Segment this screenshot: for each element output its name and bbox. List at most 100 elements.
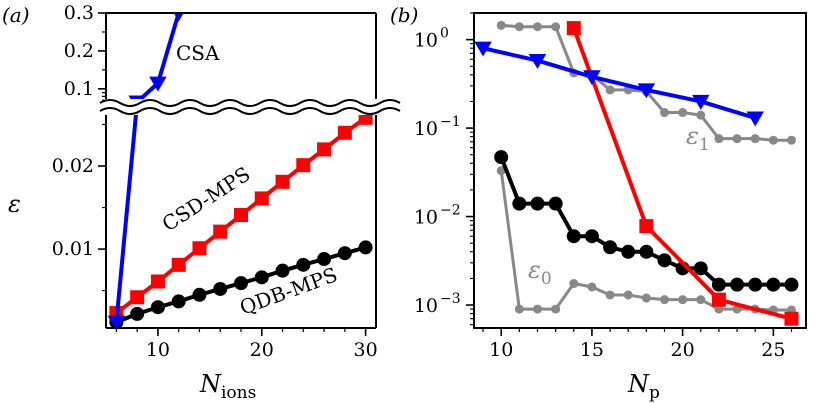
qdb-mps-point-6: [234, 276, 248, 291]
b-series-0-point-10: [678, 108, 688, 118]
series-qdb-mps: [109, 240, 373, 328]
qdb-mps-point-11: [337, 246, 352, 261]
b-series-1-point-12: [714, 304, 724, 314]
panel-a-plot-area: [107, 13, 373, 328]
b-series-2-point-14: [748, 277, 763, 292]
b-series-1-point-3: [551, 304, 561, 314]
b-series-2-point-7: [621, 244, 636, 259]
b-series-4-point-3: [637, 83, 656, 99]
b-series-series-4: [474, 41, 764, 127]
csa-line: [114, 13, 181, 323]
b-series-0-point-9: [659, 108, 669, 118]
b-series-1-point-2: [532, 304, 542, 314]
csd-mps-point-11: [337, 125, 352, 140]
qdb-mps-point-5: [213, 281, 228, 296]
panel-a-frame: [99, 12, 401, 329]
csd-mps-point-10: [317, 142, 332, 157]
b-series-2-point-16: [784, 277, 799, 292]
b-series-3-point-2: [711, 292, 726, 307]
b-series-1-point-5: [587, 282, 597, 292]
b-ytick-label: 10: [414, 30, 438, 52]
b-series-1-point-10: [678, 295, 688, 305]
b-series-3-point-3: [784, 311, 799, 326]
qdb-mps-point-4: [192, 287, 207, 302]
b-series-1-point-9: [659, 295, 669, 305]
panel-a-label: (a): [2, 3, 30, 27]
b-series-4-point-2: [583, 70, 601, 86]
b-series-0-point-14: [750, 134, 760, 144]
panel-a-xlabel: Nions: [199, 370, 256, 403]
csd-mps-point-7: [254, 191, 269, 206]
b-ytick-label: 10: [414, 207, 438, 229]
b-ytick-exponent: −3: [440, 291, 461, 307]
b-series-0-point-16: [786, 135, 796, 145]
epsilon-1-label: ε1: [686, 122, 710, 155]
b-series-2-point-9: [657, 253, 672, 268]
a-ytick-label-0.01: 0.01: [52, 238, 94, 260]
csd-mps-label: CSD-MPS: [158, 162, 255, 236]
qdb-mps-point-12: [358, 240, 373, 255]
qdb-mps-point-7: [254, 270, 269, 285]
b-series-4-line: [482, 46, 756, 120]
b-series-2-point-12: [711, 277, 726, 292]
qdb-mps-point-10: [317, 252, 332, 267]
b-series-0-point-13: [732, 134, 742, 144]
b-xtick-label-15: 15: [580, 339, 604, 361]
csd-mps-point-4: [192, 241, 207, 256]
a-xtick-label-10: 10: [146, 339, 170, 361]
panel-b-frame: [473, 12, 807, 329]
csd-mps-point-5: [213, 224, 228, 239]
panel-b-xlabel: Np: [627, 370, 660, 403]
b-series-3-point-0: [566, 21, 581, 36]
b-series-0-point-0: [496, 20, 506, 30]
csa-point-2: [149, 76, 167, 92]
series-csd-mps: [109, 110, 373, 321]
b-ytick-label: 10: [414, 118, 438, 140]
b-series-1-point-8: [641, 293, 651, 303]
b-series-0-point-3: [551, 22, 561, 32]
b-series-0-point-6: [605, 85, 615, 95]
b-series-2-point-13: [730, 277, 745, 292]
b-series-0-point-11: [696, 110, 706, 120]
b-ytick-exponent: −2: [440, 203, 461, 219]
epsilon-0-label: ε0: [528, 256, 552, 289]
b-series-2-point-8: [639, 244, 654, 259]
b-series-1-point-7: [623, 290, 633, 300]
a-xtick-label-30: 30: [354, 339, 378, 361]
qdb-mps-point-8: [275, 263, 290, 278]
b-series-3-point-1: [639, 219, 654, 234]
panel-a-series: [107, 13, 373, 328]
b-series-1-point-0: [496, 166, 506, 176]
b-series-0-point-2: [532, 22, 542, 32]
b-xtick-label-25: 25: [761, 339, 785, 361]
b-series-1-point-6: [605, 290, 615, 300]
b-series-2-point-3: [548, 196, 563, 211]
csd-mps-point-1: [130, 290, 145, 305]
b-ytick-exponent: 0: [440, 26, 449, 42]
csd-mps-point-3: [171, 257, 186, 272]
b-xtick-label-10: 10: [489, 339, 513, 361]
b-series-2-point-2: [530, 196, 545, 211]
csd-mps-point-2: [150, 274, 165, 289]
b-series-4-point-0: [474, 41, 492, 57]
b-ytick-exponent: −1: [440, 114, 461, 130]
qdb-mps-point-9: [296, 257, 311, 272]
b-series-0-line: [501, 23, 792, 142]
b-series-2-point-6: [603, 240, 618, 255]
b-series-2-point-1: [512, 196, 527, 211]
qdb-mps-point-1: [130, 306, 145, 321]
a-ytick-label-0.2: 0.2: [64, 40, 94, 62]
axis-break-line-upper: [99, 99, 401, 107]
b-series-series-2: [494, 150, 799, 292]
b-series-0-point-1: [514, 22, 524, 32]
b-series-1-point-4: [569, 279, 579, 289]
b-series-0-point-12: [714, 134, 724, 144]
b-series-1-point-11: [696, 295, 706, 305]
csa-label: CSA: [176, 41, 220, 65]
b-series-2-point-11: [693, 261, 708, 276]
a-ytick-label-0.02: 0.02: [52, 155, 94, 177]
panel-b-label: (b): [390, 3, 418, 27]
